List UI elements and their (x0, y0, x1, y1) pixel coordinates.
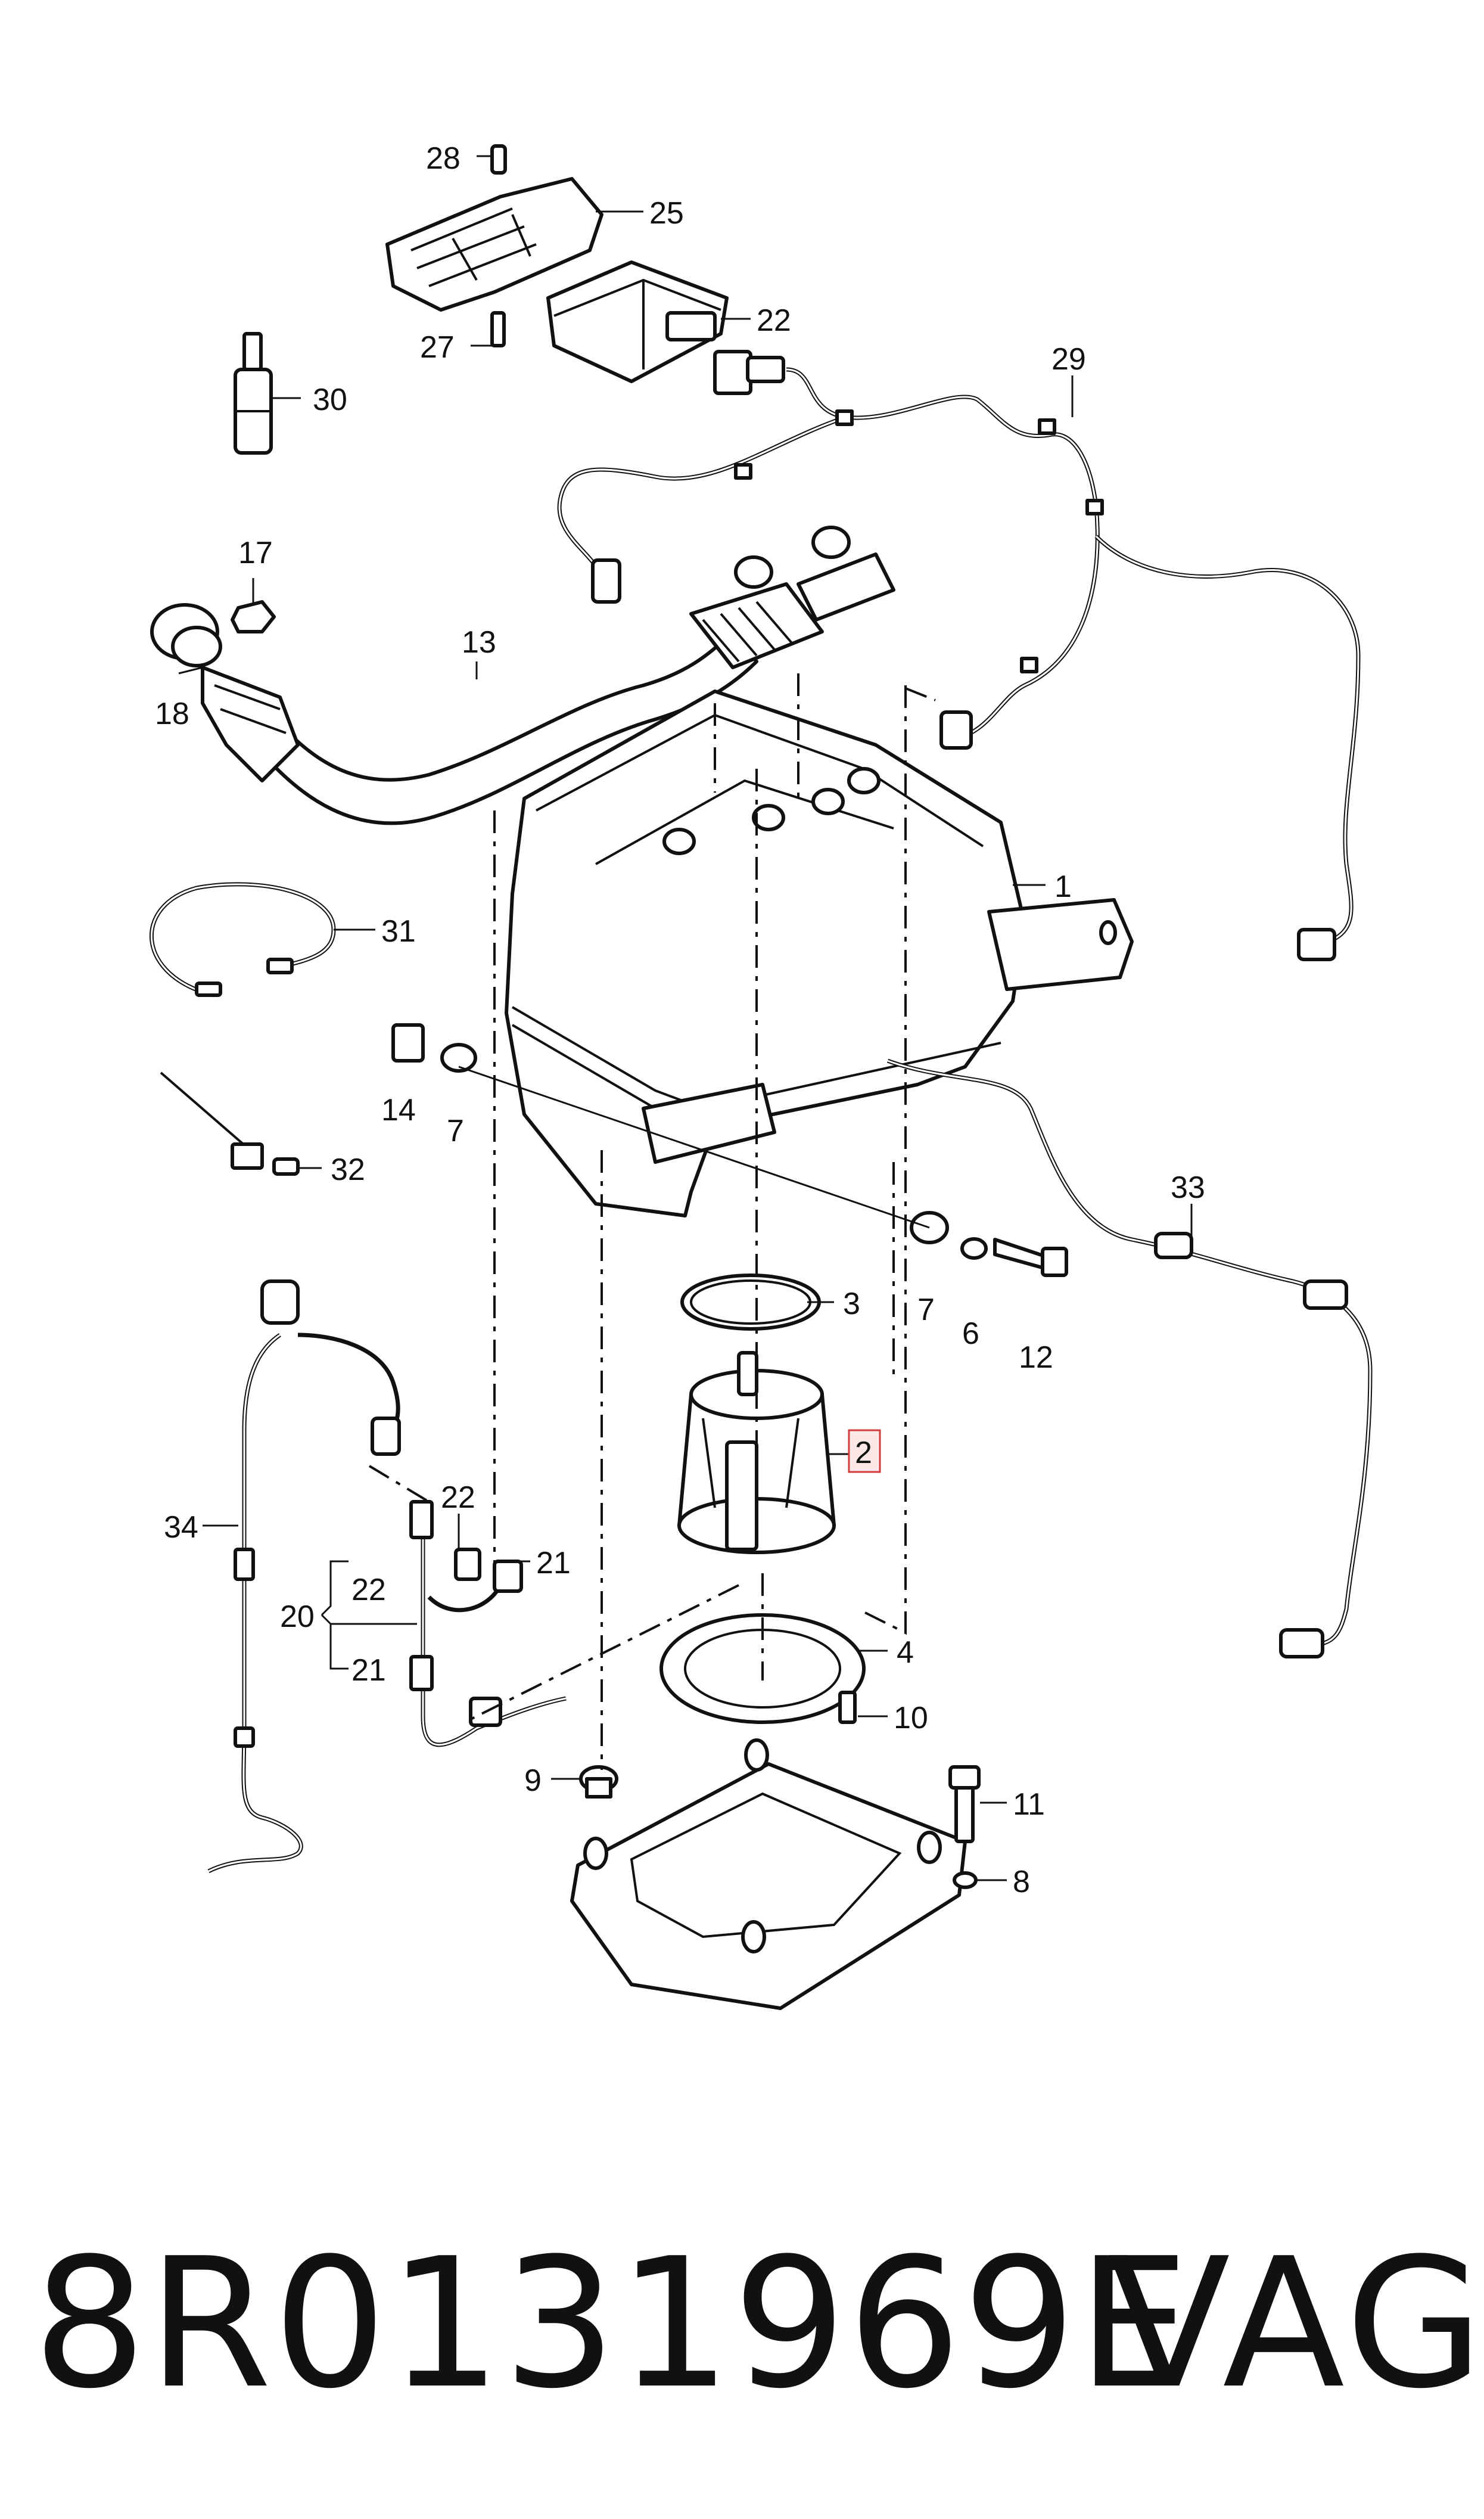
callout-4: 4 (897, 1635, 914, 1670)
washer-6 (960, 1237, 988, 1260)
callout-13: 13 (462, 625, 496, 660)
leader-lines (178, 155, 1193, 1881)
fuel-tank-1 (505, 689, 1134, 1217)
callout-14: 14 (381, 1093, 416, 1128)
callout-1: 1 (1054, 869, 1072, 904)
callout-2: 2 (855, 1436, 872, 1470)
callout-26: 25 (649, 196, 684, 231)
callout-12: 12 (1019, 1340, 1053, 1375)
control-module-25 (546, 260, 785, 395)
part-number: 8R0131969E (33, 2220, 1191, 2428)
callout-29: 29 (1051, 342, 1086, 377)
bolt-14 (391, 1023, 425, 1063)
callout-18: 18 (155, 697, 189, 731)
exploded-parts-diagram: 28 25 22 27 29 30 17 13 18 1 31 14 7 32 … (149, 141, 1373, 2010)
brand-name: VAG (1108, 2220, 1484, 2428)
callout-6: 6 (962, 1316, 979, 1351)
callout-33: 32 (331, 1153, 365, 1187)
sensor-wire-32 (886, 1058, 1373, 1658)
callout-30: 30 (313, 383, 347, 417)
callout-8: 8 (1013, 1865, 1030, 1899)
nut-17 (231, 600, 276, 633)
mounting-plate-8 (570, 1738, 978, 2010)
callout-21-bottom: 21 (351, 1653, 386, 1688)
cable-31 (149, 882, 336, 998)
callout-9: 9 (524, 1763, 542, 1798)
callout-3: 3 (843, 1287, 860, 1321)
callout-31: 31 (381, 914, 416, 949)
callout-10: 10 (894, 1701, 928, 1735)
callout-7-right: 7 (917, 1293, 935, 1327)
callout-27: 27 (420, 330, 455, 365)
callout-17: 17 (238, 536, 273, 570)
callout-34: 34 (164, 1510, 198, 1545)
callout-7-left: 7 (447, 1114, 464, 1148)
assembly-lines (368, 673, 936, 1770)
fuel-cap-18 (150, 603, 300, 782)
callout-20: 20 (280, 1599, 315, 1634)
bolt-12 (993, 1238, 1068, 1277)
callout-labels: 28 25 22 27 29 30 17 13 18 1 31 14 7 32 … (155, 141, 1205, 1899)
fuel-line-34 (207, 1279, 303, 1874)
callout-22-top: 22 (441, 1480, 475, 1515)
screw-10 (838, 1691, 857, 1724)
callout-22-bottom: 22 (351, 1573, 386, 1607)
wiring-20 (297, 1333, 567, 1747)
callout-11: 11 (1013, 1787, 1045, 1822)
callout-2-highlight (848, 1429, 881, 1473)
callout-21-top: 21 (536, 1546, 571, 1580)
callout-25: 22 (757, 303, 791, 338)
o-ring-3 (680, 1274, 821, 1331)
sensor-30 (234, 332, 273, 455)
callout-32: 33 (1171, 1170, 1205, 1205)
washer-7-left (440, 1043, 477, 1073)
fuel-pump-2 (677, 1351, 836, 1554)
callout-28: 28 (426, 141, 461, 176)
bracket-26 (385, 144, 603, 347)
strap-33 (160, 1071, 300, 1176)
grommet-9 (579, 1765, 618, 1799)
bolt-11 (948, 1765, 981, 1843)
filler-neck-13 (248, 526, 895, 825)
wiring-harness-29 (557, 367, 1361, 961)
